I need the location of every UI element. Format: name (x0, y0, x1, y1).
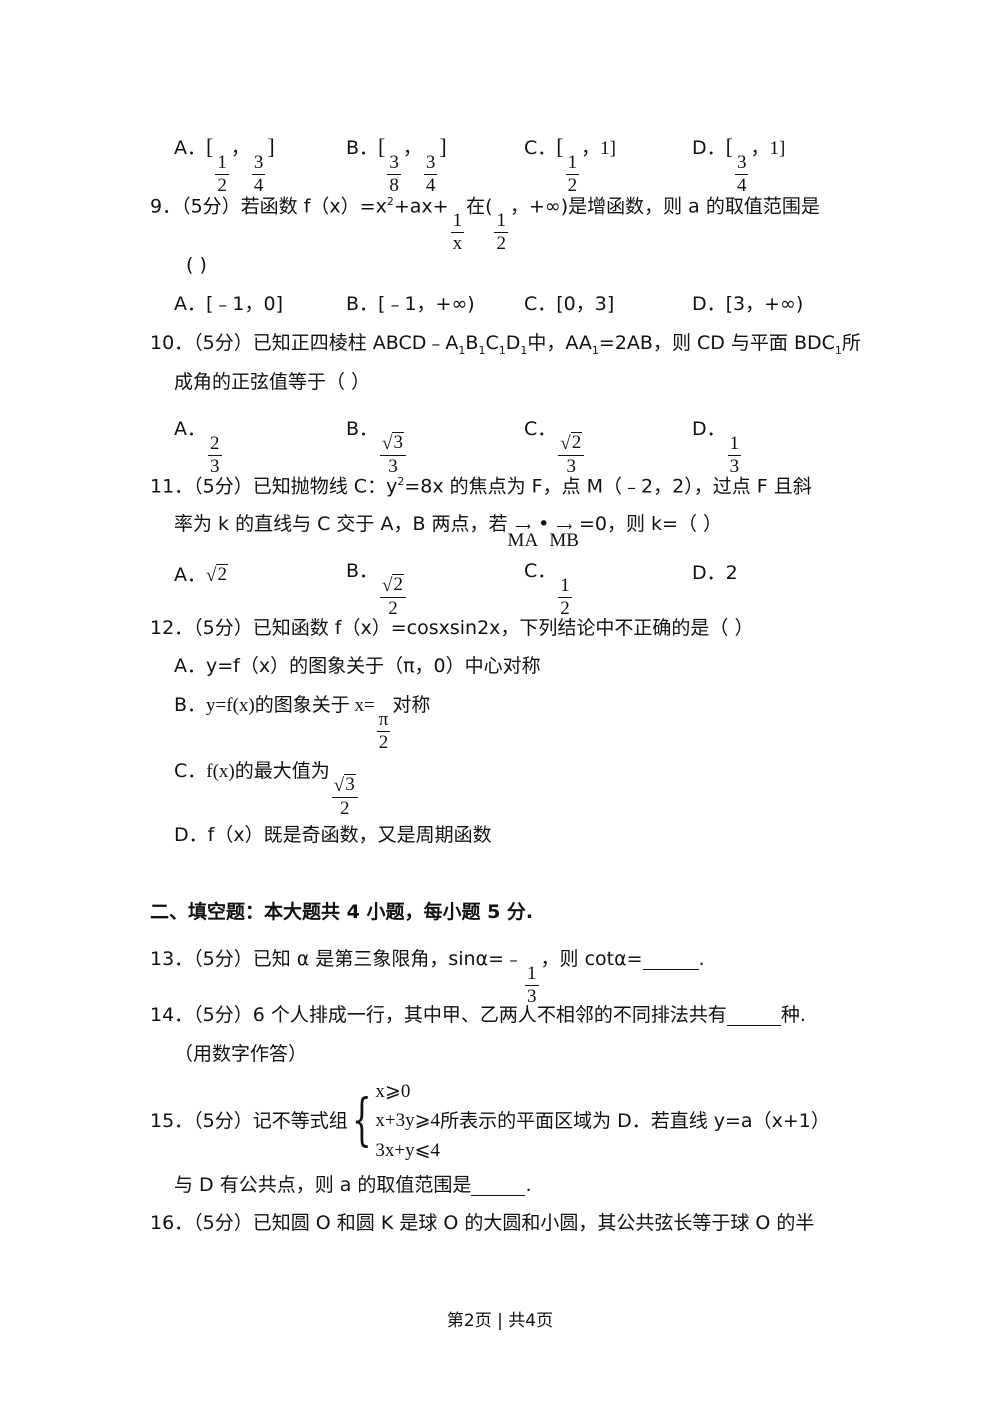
q11-stem: 11．（5分）已知抛物线 C：y2=8x 的焦点为 F，点 M（﹣2，2），过点… (150, 475, 812, 498)
q12-stem: 12．（5分）已知函数 f（x）=cosxsin2x，下列结论中不正确的是（ ） (150, 617, 754, 639)
sqrt: √2 (560, 432, 583, 454)
sqrt: √2 (206, 564, 228, 586)
q12-option-a: A．y=f（x）的图象关于（π，0）中心对称 (174, 655, 541, 677)
q11-option-a: A．√2 (174, 563, 228, 586)
q12-option-d: D．f（x）既是奇函数，又是周期函数 (174, 824, 492, 846)
q16-stem: 16．（5分）已知圆 O 和圆 K 是球 O 的大圆和小圆，其公共弦长等于球 O… (150, 1212, 815, 1234)
q10-stem: 10．（5分）已知正四棱柱 ABCD﹣A1B1C1D1中，AA1=2AB，则 C… (150, 332, 861, 357)
page-footer: 第2页 | 共4页 (446, 1311, 554, 1331)
sqrt: √3 (333, 774, 356, 796)
q9-option-c: C．[0，3] (524, 293, 615, 315)
vector-mb: ⟶MB (549, 521, 579, 551)
q9-option-d: D．[3，+∞) (692, 293, 804, 315)
q9-answer-paren: ( ) (186, 254, 207, 276)
q10-stem-line2: 成角的正弦值等于（ ） (174, 371, 371, 393)
q9-options: A．[﹣1，0] B．[﹣1，+∞) C．[0，3] D．[3，+∞) (174, 295, 854, 319)
answer-blank[interactable] (726, 1006, 781, 1026)
q11-stem-line2: 率为 k 的直线与 C 交于 A，B 两点，若⟶MA•⟶MB=0，则 k=（ ） (174, 513, 722, 551)
q14-stem-line2: （用数字作答） (174, 1043, 308, 1065)
q9-option-a: A．[﹣1，0] (174, 293, 283, 315)
sqrt: √2 (382, 574, 404, 596)
section-heading: 二、填空题：本大题共 4 小题，每小题 5 分. (150, 901, 534, 923)
answer-blank[interactable] (471, 1176, 526, 1196)
q14-stem: 14．（5分）6 个人排成一行，其中甲、乙两人不相邻的不同排法共有 种. (150, 1004, 806, 1026)
q11-option-d: D．2 (692, 562, 738, 584)
q15-stem-line2: 与 D 有公共点，则 a 的取值范围是 . (174, 1174, 532, 1196)
sqrt: √3 (382, 432, 404, 454)
answer-blank[interactable] (642, 950, 699, 970)
vector-ma: ⟶MA (507, 521, 539, 551)
left-brace: { (351, 1088, 372, 1153)
q9-option-b: B．[﹣1，+∞) (346, 293, 475, 315)
